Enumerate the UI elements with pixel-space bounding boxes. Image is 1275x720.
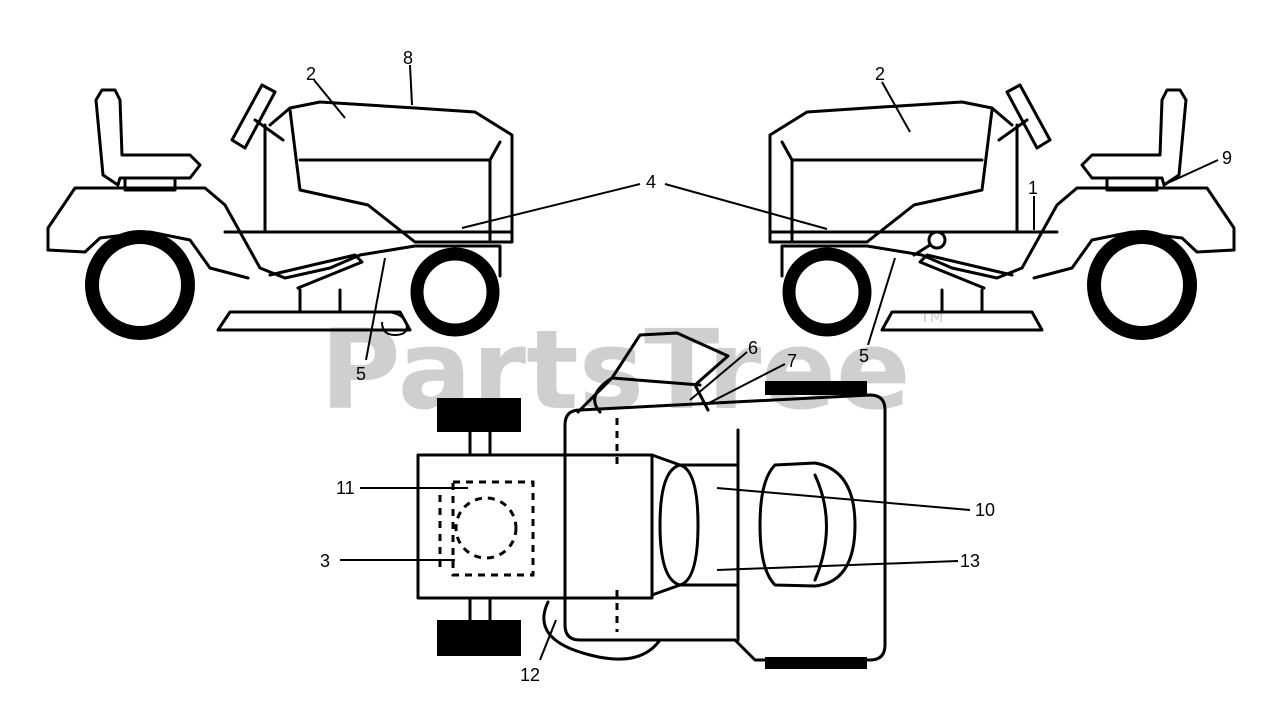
tractor-top-view [416,331,887,669]
callout-5-right: 5 [859,346,869,366]
callout-10: 10 [975,500,995,520]
callout-2-left: 2 [306,64,316,84]
callout-13: 13 [960,551,980,571]
callout-6: 6 [748,338,758,358]
right-tractor-side-view [768,83,1236,340]
leader-lines [313,64,1219,661]
callout-labels: 1 2 2 3 4 5 5 6 7 8 9 10 11 12 13 [306,48,1232,685]
callout-12: 12 [520,665,540,685]
callout-9: 9 [1222,148,1232,168]
callout-2-right: 2 [875,64,885,84]
watermark-trademark: TM [919,307,944,326]
callout-7: 7 [787,351,797,371]
callout-11: 11 [336,478,355,498]
callout-1: 1 [1028,178,1038,198]
callout-8: 8 [403,48,413,68]
left-tractor-side-view [46,83,514,340]
callout-5-left: 5 [356,364,366,384]
callout-3: 3 [320,551,330,571]
callout-4: 4 [646,172,656,192]
